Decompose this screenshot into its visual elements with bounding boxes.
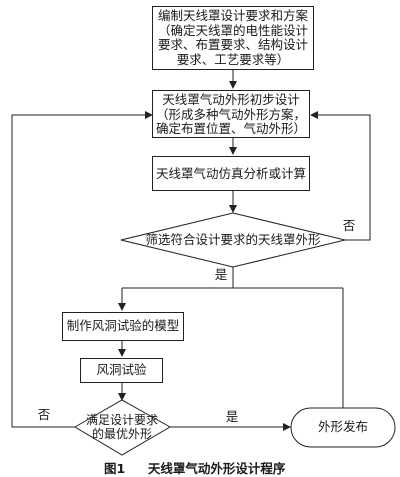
label-no-screen: 否 [342, 218, 356, 233]
box-model: 制作风洞试验的模型 [62, 312, 184, 341]
decision-optimal-text: 满足设计要求 的最优外形 [85, 413, 158, 441]
box-wind-tunnel: 风洞试验 [80, 358, 163, 383]
box-initial-design: 天线罩气动外形初步设计 （形成多种气动外形方案， 确定布置位置、气动外形） [152, 90, 310, 138]
terminal-release-text: 外形发布 [317, 419, 368, 434]
decision-optimal-shape [74, 399, 172, 456]
figure-title: 天线罩气动外形设计程序 [147, 461, 286, 476]
label-no-optimal: 否 [37, 407, 51, 422]
label-yes-optimal: 是 [225, 409, 239, 424]
box-simulation-text: 天线罩气动仿真分析或计算 [155, 166, 306, 181]
label-yes-screen: 是 [214, 267, 228, 282]
figure-caption: 图1 天线罩气动外形设计程序 [104, 458, 285, 477]
box-requirements-text: 编制天线罩设计要求和方案 （确定天线罩的电性能设计 要求、布置要求、结构设计 要… [157, 8, 308, 67]
arrow-screen-no-loop [310, 111, 371, 241]
box-simulation: 天线罩气动仿真分析或计算 [152, 156, 310, 191]
figure-number: 图1 [104, 461, 126, 476]
box-initial-design-text: 天线罩气动外形初步设计 （形成多种气动外形方案， 确定布置位置、气动外形） [155, 92, 306, 136]
decision-screen-shape [120, 212, 346, 268]
box-wind-tunnel-text: 风洞试验 [96, 362, 147, 377]
box-model-text: 制作风洞试验的模型 [66, 318, 180, 333]
box-requirements: 编制天线罩设计要求和方案 （确定天线罩的电性能设计 要求、布置要求、结构设计 要… [152, 6, 314, 70]
decision-screen-text: 筛选符合设计要求的天线罩外形 [145, 232, 321, 247]
arrow-optimal-no-loop [11, 111, 153, 428]
terminal-release-shape [290, 407, 396, 448]
